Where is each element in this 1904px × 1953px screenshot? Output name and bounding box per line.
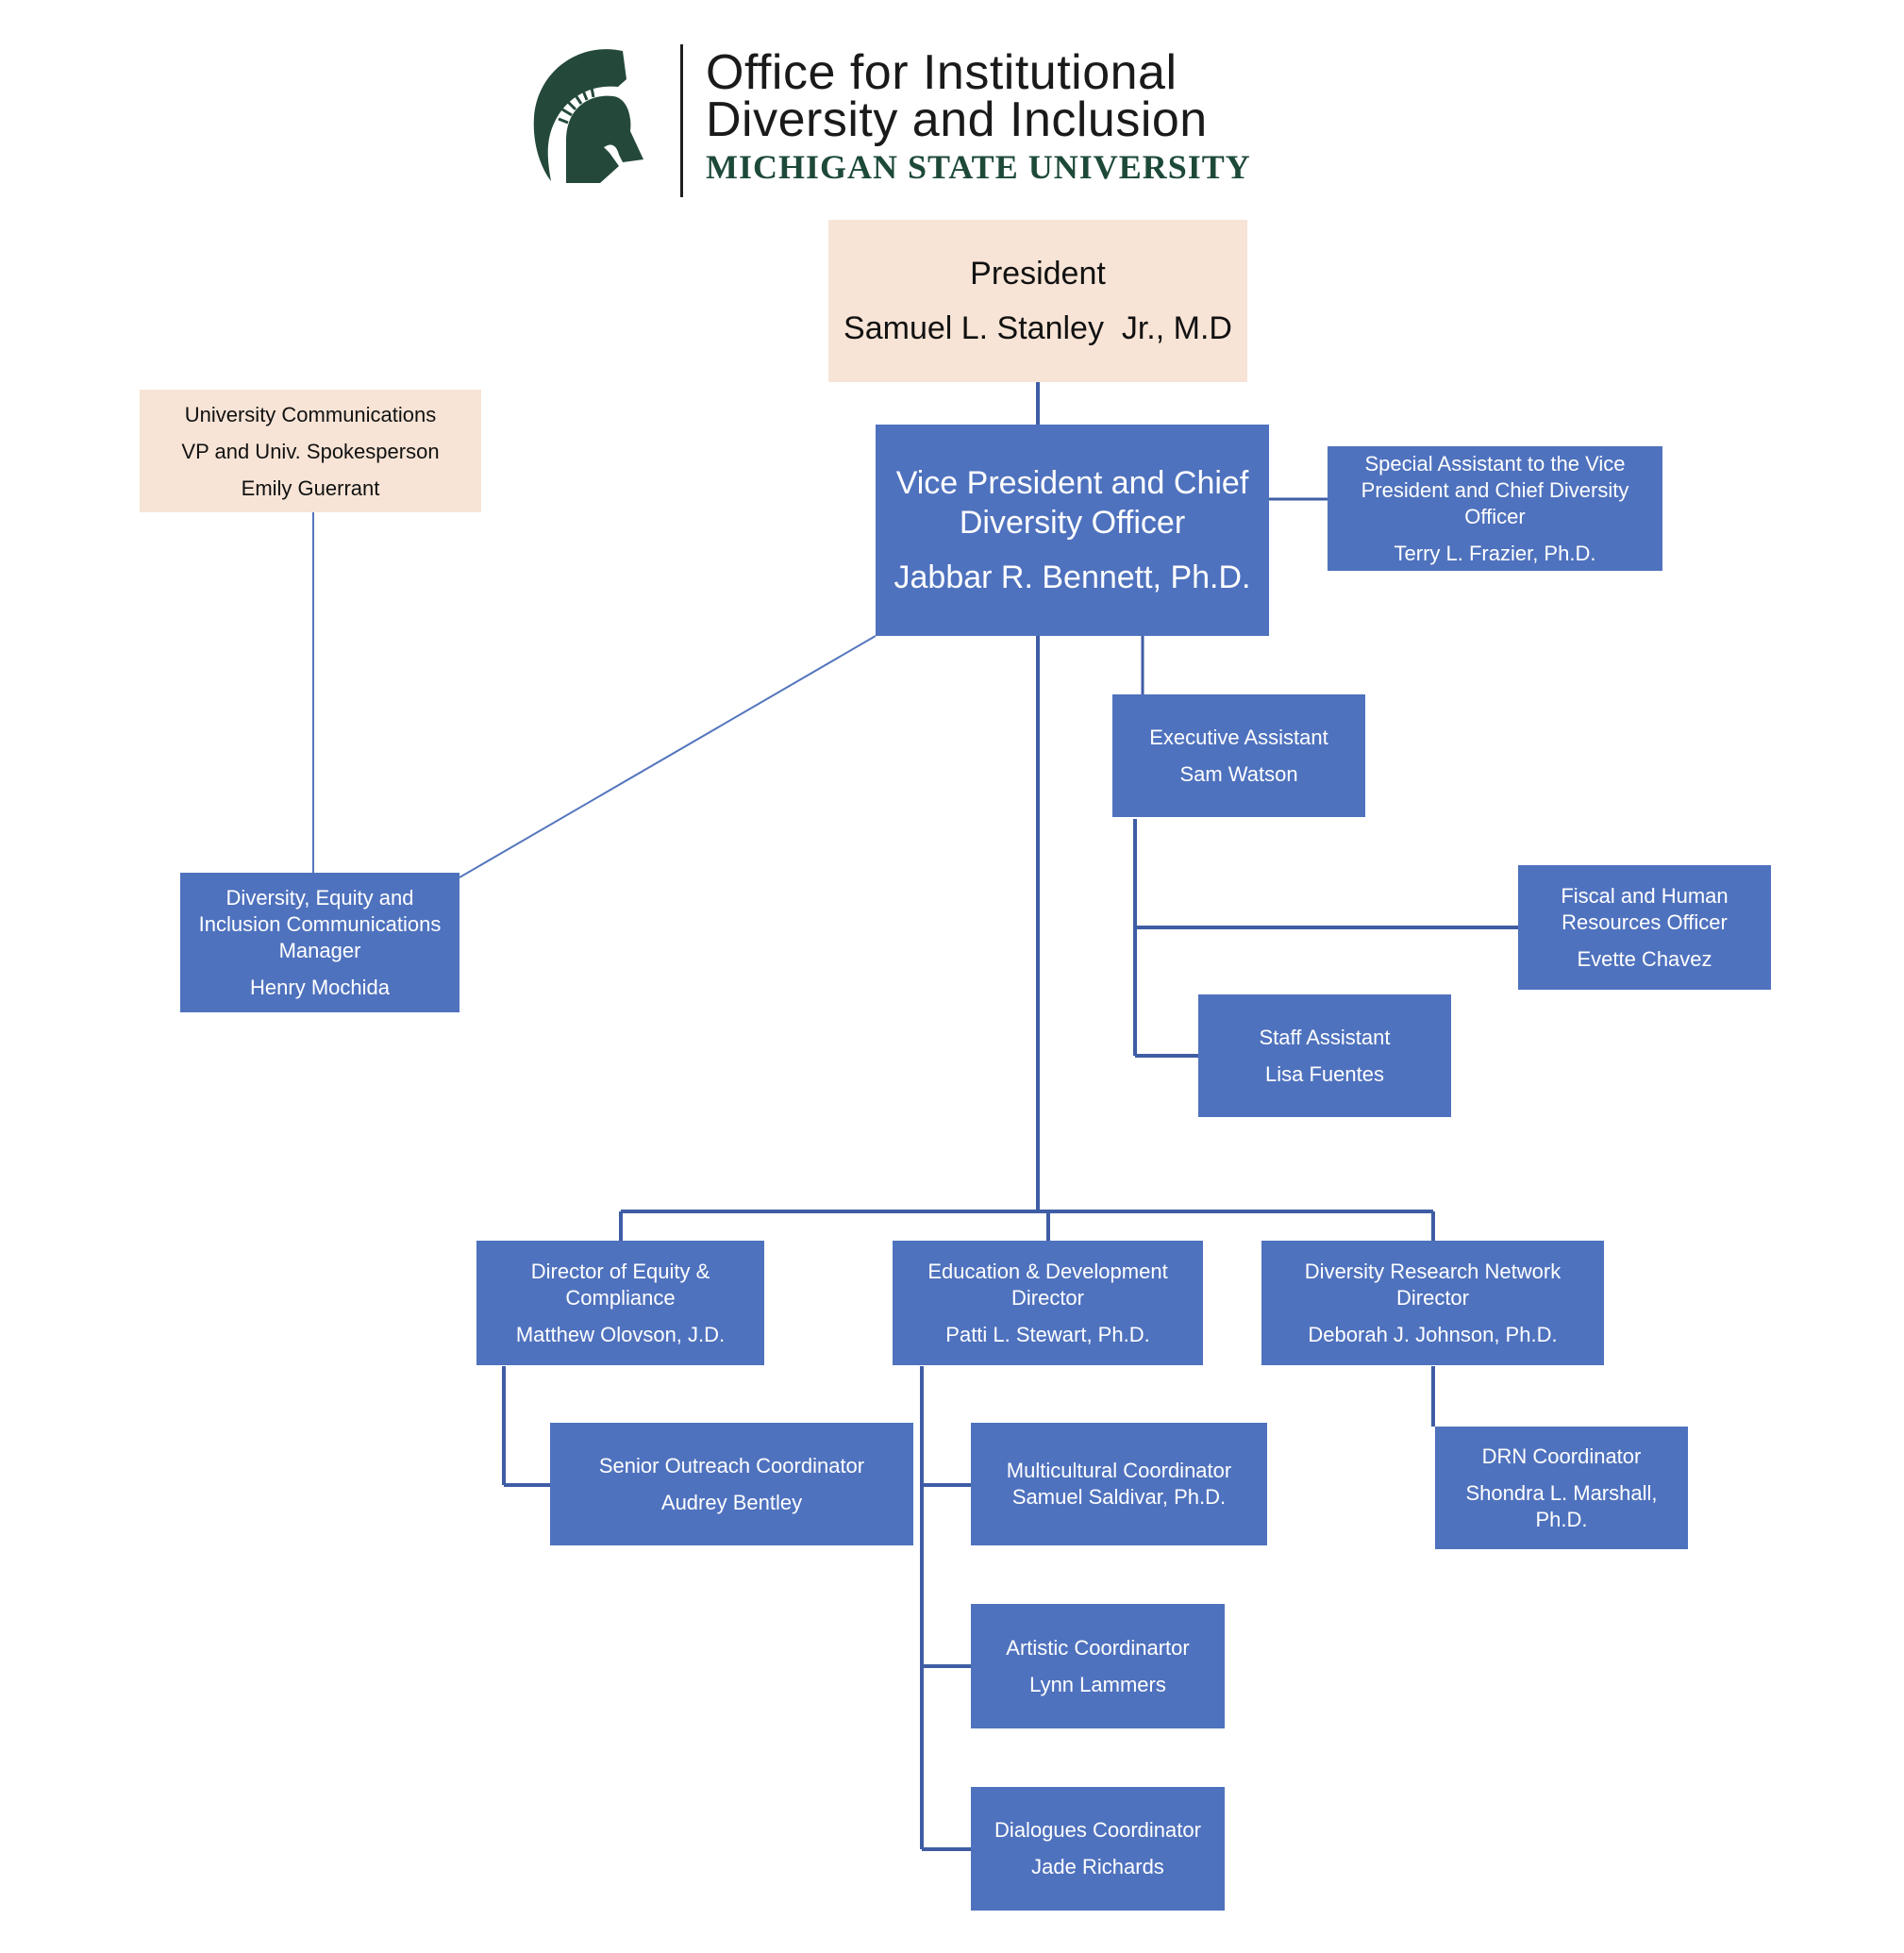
multicultural-box: Multicultural Coordinator Samuel Saldiva… — [971, 1423, 1267, 1545]
staff-assistant-title: Staff Assistant — [1259, 1025, 1391, 1049]
special-assistant-name: Terry L. Frazier, Ph.D. — [1394, 541, 1596, 565]
drn-coordinator-title: DRN Coordinator — [1481, 1444, 1642, 1468]
executive-assistant-box: Executive Assistant Sam Watson — [1112, 694, 1365, 817]
education-director-title: Education & Development Director — [927, 1259, 1168, 1310]
office-title-line2: Diversity and Inclusion — [706, 92, 1208, 147]
multicultural-title: Multicultural Coordinator — [1006, 1459, 1232, 1482]
artistic-title: Artistic Coordinartor — [1006, 1635, 1190, 1660]
education-director-name: Patti L. Stewart, Ph.D. — [945, 1322, 1150, 1346]
drn-director-name: Deborah J. Johnson, Ph.D. — [1308, 1322, 1558, 1346]
msu-logo — [528, 42, 651, 190]
dialogues-title: Dialogues Coordinator — [994, 1818, 1201, 1842]
special-assistant-title: Special Assistant to the Vice President … — [1361, 451, 1629, 528]
dei-comm-manager-box: Diversity, Equity and Inclusion Communic… — [180, 873, 459, 1012]
logo-divider — [680, 44, 683, 197]
connector-vp-dei-diagonal — [459, 635, 877, 878]
drn-coordinator-box: DRN Coordinator Shondra L. Marshall, Ph.… — [1435, 1427, 1688, 1549]
office-title-line1: Office for Institutional — [706, 45, 1177, 100]
dialogues-name: Jade Richards — [1031, 1855, 1164, 1878]
vp-box: Vice President and Chief Diversity Offic… — [876, 425, 1269, 636]
logo-wordmark: Office for Institutional Diversity and I… — [706, 45, 1251, 189]
artistic-box: Artistic Coordinartor Lynn Lammers — [971, 1604, 1225, 1728]
president-box: President Samuel L. Stanley Jr., M.D — [828, 220, 1247, 382]
university-name: MICHIGAN STATE UNIVERSITY — [706, 148, 1251, 186]
artistic-name: Lynn Lammers — [1029, 1672, 1166, 1696]
director-equity-title: Director of Equity & Compliance — [530, 1259, 710, 1310]
vp-name: Jabbar R. Bennett, Ph.D. — [894, 559, 1251, 595]
dei-comm-manager-title: Diversity, Equity and Inclusion Communic… — [198, 885, 442, 962]
senior-outreach-box: Senior Outreach Coordinator Audrey Bentl… — [550, 1423, 913, 1545]
director-equity-name: Matthew Olovson, J.D. — [515, 1322, 726, 1346]
president-title: President — [970, 256, 1106, 292]
dei-comm-manager-name: Henry Mochida — [250, 975, 390, 999]
senior-outreach-name: Audrey Bentley — [660, 1490, 803, 1514]
multicultural-name: Samuel Saldivar, Ph.D. — [1011, 1485, 1227, 1509]
staff-assistant-name: Lisa Fuentes — [1265, 1061, 1384, 1086]
president-name: Samuel L. Stanley Jr., M.D — [843, 310, 1232, 346]
university-communications-box: University Communications VP and Univ. S… — [140, 390, 481, 512]
univ-comm-name: Emily Guerrant — [241, 476, 380, 500]
senior-outreach-title: Senior Outreach Coordinator — [598, 1453, 865, 1477]
univ-comm-line2: VP and Univ. Spokesperson — [181, 439, 440, 463]
drn-coordinator-name: Shondra L. Marshall, Ph.D. — [1465, 1480, 1658, 1531]
staff-assistant-box: Staff Assistant Lisa Fuentes — [1198, 994, 1451, 1117]
special-assistant-box: Special Assistant to the Vice President … — [1328, 446, 1662, 571]
executive-assistant-name: Sam Watson — [1179, 761, 1298, 786]
director-equity-box: Director of Equity & Compliance Matthew … — [476, 1241, 764, 1365]
drn-director-box: Diversity Research Network Director Debo… — [1261, 1241, 1604, 1365]
vp-title: Vice President and Chief Diversity Offic… — [895, 465, 1249, 541]
fiscal-hr-box: Fiscal and Human Resources Officer Evett… — [1518, 865, 1771, 990]
fiscal-hr-name: Evette Chavez — [1577, 946, 1712, 971]
spartan-helmet-icon — [533, 49, 643, 183]
fiscal-hr-title: Fiscal and Human Resources Officer — [1561, 883, 1729, 934]
executive-assistant-title: Executive Assistant — [1149, 725, 1328, 749]
education-director-box: Education & Development Director Patti L… — [893, 1241, 1203, 1365]
dialogues-box: Dialogues Coordinator Jade Richards — [971, 1787, 1225, 1911]
univ-comm-line1: University Communications — [184, 402, 437, 426]
drn-director-title: Diversity Research Network Director — [1304, 1259, 1562, 1310]
